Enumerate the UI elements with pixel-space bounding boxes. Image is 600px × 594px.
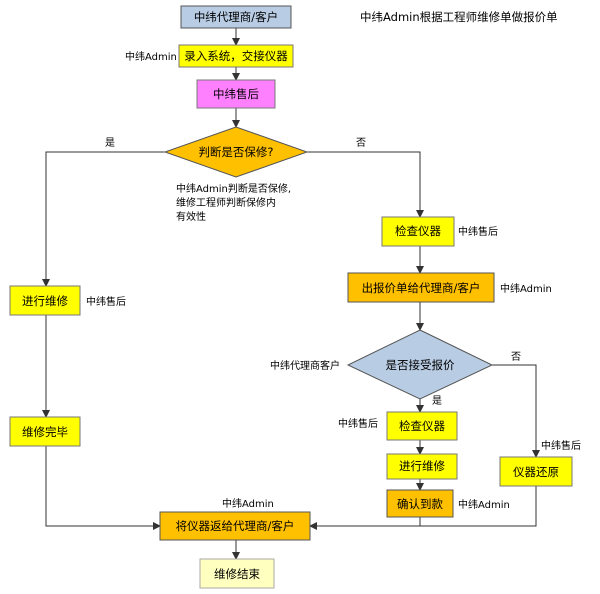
label-no-accept: 否: [511, 351, 521, 363]
edge-decision-no: [307, 151, 424, 218]
note-line-2: 维修工程师判断保修内: [176, 196, 276, 209]
node-check-instrument-1: 检查仪器: [381, 216, 455, 247]
svg-text:出报价单给代理商/客户: 出报价单给代理商/客户: [362, 281, 481, 295]
edge-restore-return: [420, 486, 537, 527]
svg-text:中纬售后: 中纬售后: [213, 87, 259, 101]
svg-text:检查仪器: 检查仪器: [395, 224, 441, 238]
node-end: 维修结束: [199, 558, 275, 589]
node-confirm-payment: 确认到款: [386, 489, 454, 518]
note-line-1: 中纬Admin判断是否保修,: [176, 182, 291, 195]
svg-text:维修结束: 维修结束: [214, 567, 260, 581]
edge-accept-no: [492, 364, 540, 458]
node-start: 中纬代理商/客户: [180, 5, 292, 29]
svg-text:检查仪器: 检查仪器: [399, 419, 445, 433]
svg-text:维修完毕: 维修完毕: [22, 425, 68, 439]
svg-text:确认到款: 确认到款: [397, 497, 443, 511]
label-sales-restore: 中纬售后: [541, 439, 581, 452]
node-after-sales: 中纬售后: [196, 79, 276, 109]
edge-confirm-return: [309, 517, 421, 530]
label-sales-repair-left: 中纬售后: [86, 295, 126, 308]
svg-text:进行维修: 进行维修: [399, 459, 445, 473]
svg-text:中纬代理商/客户: 中纬代理商/客户: [194, 10, 278, 24]
label-sales-check2: 中纬售后: [338, 417, 378, 430]
edges: [42, 28, 540, 560]
label-yes-left: 是: [105, 137, 115, 149]
svg-text:录入系统，交接仪器: 录入系统，交接仪器: [184, 49, 288, 63]
node-repair-right: 进行维修: [386, 453, 458, 480]
node-restore: 仪器还原: [499, 456, 573, 487]
svg-text:将仪器返给代理商/客户: 将仪器返给代理商/客户: [176, 519, 295, 533]
svg-text:仪器还原: 仪器还原: [513, 465, 559, 479]
edge-decision-yes: [42, 151, 165, 287]
svg-text:进行维修: 进行维修: [22, 294, 68, 308]
label-admin-confirm: 中纬Admin: [458, 498, 510, 511]
decision-warranty: 判断是否保修?: [163, 126, 309, 178]
svg-text:判断是否保修?: 判断是否保修?: [198, 145, 273, 159]
svg-text:是否接受报价: 是否接受报价: [386, 358, 455, 372]
node-repair-left: 进行维修: [9, 285, 81, 316]
node-quote: 出报价单给代理商/客户: [347, 272, 495, 303]
node-enter-system: 录入系统，交接仪器: [178, 44, 294, 68]
label-yes-accept: 是: [432, 395, 442, 407]
label-admin-enter: 中纬Admin: [125, 50, 177, 63]
edge-done-return: [45, 446, 161, 530]
diagram-title: 中纬Admin根据工程师维修单做报价单: [360, 10, 558, 24]
label-admin-return: 中纬Admin: [222, 497, 274, 510]
label-sales-check1: 中纬售后: [458, 225, 498, 238]
node-check-instrument-2: 检查仪器: [386, 411, 458, 441]
label-no-right: 否: [356, 137, 366, 149]
node-repair-done: 维修完毕: [9, 416, 81, 447]
label-admin-quote: 中纬Admin: [500, 282, 552, 295]
node-return: 将仪器返给代理商/客户: [159, 511, 311, 541]
note-line-3: 有效性: [176, 210, 206, 223]
decision-accept: 是否接受报价: [346, 329, 494, 400]
label-agent-customer: 中纬代理商客户: [270, 359, 340, 372]
